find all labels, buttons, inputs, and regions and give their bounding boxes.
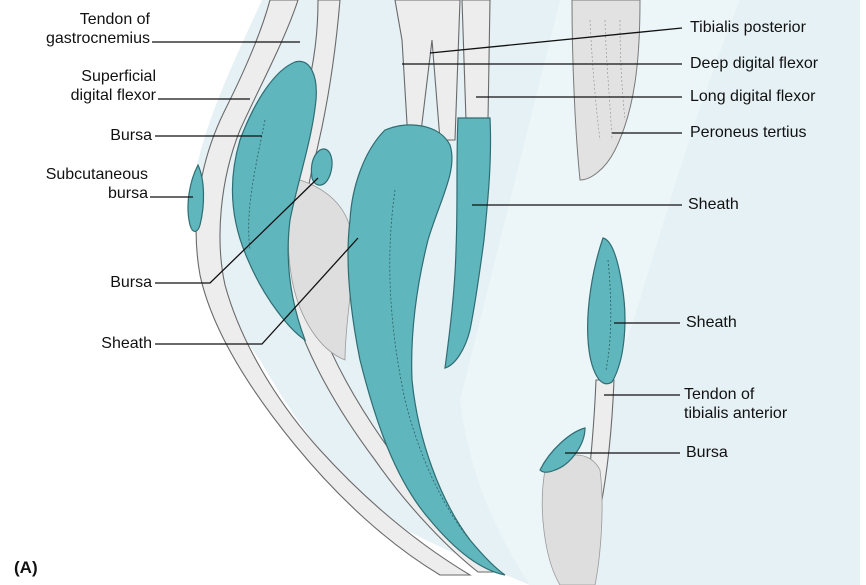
subcutaneous-bursa	[188, 165, 204, 231]
label-tibialis-posterior: Tibialis posterior	[690, 18, 806, 37]
panel-label: (A)	[14, 558, 38, 578]
label-tendon-gastrocnemius: Tendon of gastrocnemius	[8, 10, 150, 48]
distal-grey-region	[542, 455, 602, 585]
label-sheath-left: Sheath	[8, 334, 152, 353]
label-tendon-tibialis-anterior: Tendon of tibialis anterior	[684, 385, 787, 423]
label-sheath-mid: Sheath	[688, 195, 739, 214]
label-superficial-digital-flexor: Superficial digital flexor	[8, 67, 156, 105]
label-sheath-right: Sheath	[686, 313, 737, 332]
long-flexor-tendon	[462, 0, 490, 120]
label-bursa-1: Bursa	[8, 126, 152, 145]
label-bursa-2: Bursa	[8, 273, 152, 292]
label-long-digital-flexor: Long digital flexor	[690, 87, 815, 106]
label-bursa-3: Bursa	[686, 443, 728, 462]
label-deep-digital-flexor: Deep digital flexor	[690, 54, 818, 73]
label-subcutaneous-bursa: Subcutaneous bursa	[4, 165, 148, 203]
label-peroneus-tertius: Peroneus tertius	[690, 123, 807, 142]
